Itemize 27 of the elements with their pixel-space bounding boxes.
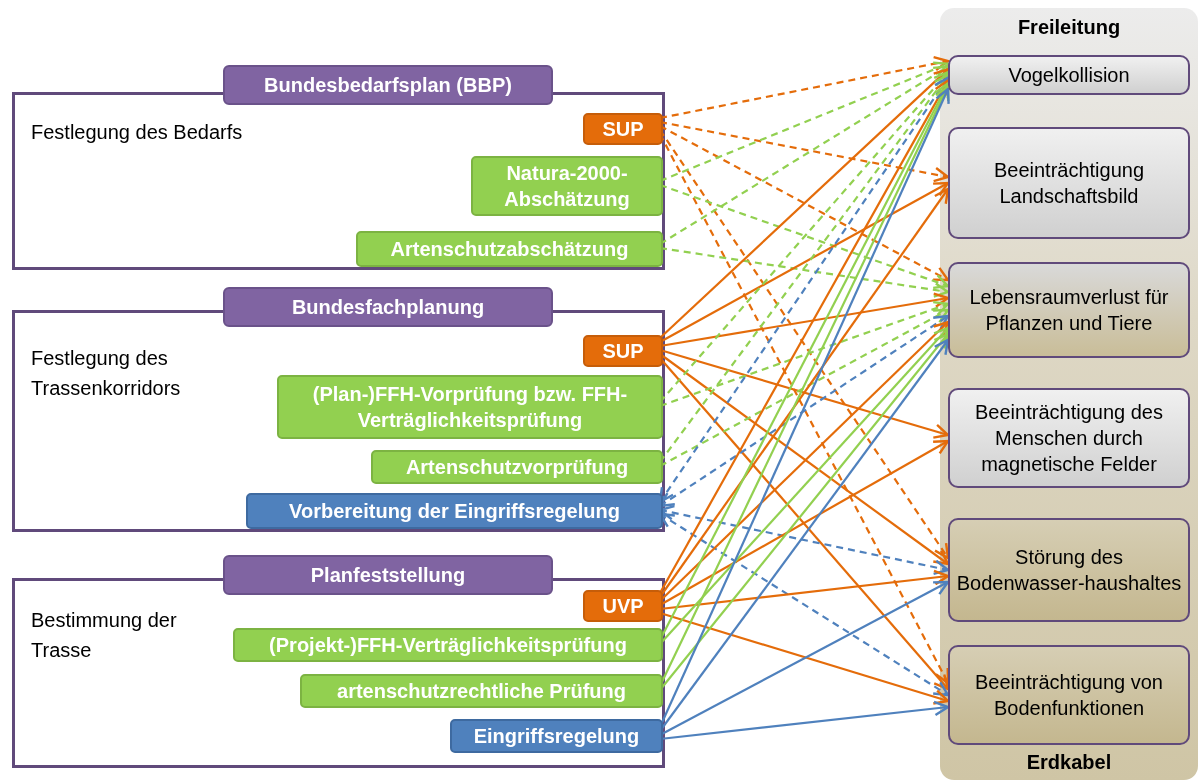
group-description: Festlegung des Bedarfs (31, 120, 244, 145)
group-title: Bundesfachplanung (223, 287, 553, 327)
procedure-box: Natura-2000-Abschätzung (471, 156, 663, 216)
group-description: Festlegung des Trassenkorridors (31, 346, 182, 401)
procedure-box: SUP (583, 335, 663, 367)
procedure-box: Artenschutzabschätzung (356, 231, 663, 267)
procedure-box: Eingriffsregelung (450, 719, 663, 753)
band-panel (940, 8, 1198, 780)
band-heading: Freileitung (1016, 16, 1122, 39)
impact-box: Beeinträchtigung Landschaftsbild (948, 127, 1190, 239)
procedure-box: artenschutzrechtliche Prüfung (300, 674, 663, 708)
group-title: Bundesbedarfsplan (BBP) (223, 65, 553, 105)
procedure-box: Vorbereitung der Eingriffsregelung (246, 493, 663, 529)
procedure-box: (Plan-)FFH-Vorprüfung bzw. FFH-Verträglichkeitsprüfung (277, 375, 663, 439)
impact-box: Lebensraumverlust für Pflanzen und Tiere (948, 262, 1190, 358)
band-footer: Erdkabel (940, 751, 1198, 774)
impact-box: Beeinträchtigung des Menschen durch magnetische Felder (948, 388, 1190, 488)
procedure-box: (Projekt-)FFH-Verträglichkeitsprüfung (233, 628, 663, 662)
group-title: Planfeststellung (223, 555, 553, 595)
procedure-box: Artenschutzvorprüfung (371, 450, 663, 484)
impact-box: Vogelkollision (948, 55, 1190, 95)
arrow (659, 68, 950, 339)
impact-box: Störung des Bodenwasser-haushaltes (948, 518, 1190, 622)
impact-box: Beeinträchtigung von Bodenfunktionen (948, 645, 1190, 745)
procedure-box: UVP (583, 590, 663, 622)
procedure-box: SUP (583, 113, 663, 145)
group-description: Bestimmung der Trasse (31, 608, 178, 663)
